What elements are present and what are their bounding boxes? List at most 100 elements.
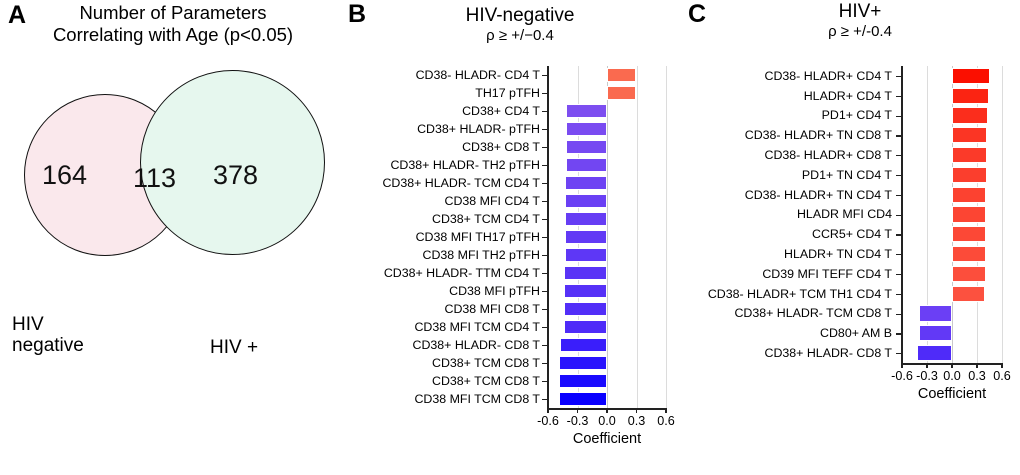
bar[interactable]: [607, 67, 636, 83]
category-label: CD38 MFI CD4 T: [444, 193, 540, 208]
panel-a-title-line2: Correlating with Age (p<0.05): [52, 23, 294, 45]
y-tick: [896, 155, 902, 157]
bar[interactable]: [558, 355, 607, 371]
venn-diagram: 164 113 378 HIV negative HIV +: [0, 62, 340, 358]
bar[interactable]: [563, 265, 607, 281]
bar[interactable]: [952, 127, 987, 144]
y-tick: [896, 174, 902, 177]
category-label: CD38+ HLADR- TCM CD4 T: [382, 175, 540, 190]
y-tick: [896, 115, 902, 117]
panel-c-plot-area: [896, 66, 1003, 368]
x-tick: [901, 364, 903, 368]
y-tick: [542, 111, 548, 113]
bar[interactable]: [952, 186, 987, 203]
y-tick: [542, 129, 548, 131]
x-tick-label: 0.6: [657, 414, 675, 428]
x-tick: [951, 364, 953, 368]
category-label: CD38+ TCM CD8 T: [432, 355, 540, 370]
y-tick: [542, 399, 548, 401]
category-label: CD38+ HLADR- pTFH: [417, 121, 540, 136]
bar[interactable]: [952, 166, 987, 184]
panel-b-letter: B: [348, 0, 366, 28]
x-tick: [1001, 364, 1003, 368]
bar[interactable]: [563, 301, 607, 317]
y-tick: [542, 381, 548, 383]
venn-label-hiv-negative-line2: negative: [12, 335, 84, 357]
y-tick: [542, 93, 548, 95]
bar[interactable]: [918, 305, 952, 322]
panel-b-axis-title: Coefficient: [572, 431, 642, 447]
category-label: CD38 MFI TCM CD8 T: [414, 391, 540, 406]
category-label: HLADR+ CD4 T: [803, 88, 892, 103]
y-tick: [896, 313, 902, 315]
bar[interactable]: [559, 337, 607, 353]
panel-b-subtitle: ρ ≥ +/−0.4: [486, 27, 554, 44]
y-tick: [896, 333, 902, 335]
y-tick: [542, 183, 548, 185]
category-label: CD38- HLADR+ TN CD8 T: [744, 128, 892, 143]
category-label: CD38- HLADR+ CD4 T: [764, 68, 893, 83]
panel-c-axis-title: Coefficient: [917, 386, 987, 402]
venn-count-hiv-negative-only: 164: [42, 160, 88, 190]
y-axis-spine: [547, 66, 549, 408]
bar[interactable]: [558, 373, 607, 389]
bar[interactable]: [952, 206, 987, 223]
x-tick: [926, 364, 928, 368]
x-tick-label: 0.0: [943, 369, 961, 383]
bar[interactable]: [952, 107, 988, 124]
bar[interactable]: [565, 139, 607, 155]
bar[interactable]: [952, 146, 987, 164]
panel-b-plot-area: [542, 66, 667, 413]
y-tick: [896, 95, 902, 98]
bar[interactable]: [917, 344, 952, 362]
bar[interactable]: [563, 319, 607, 335]
bar[interactable]: [564, 229, 607, 245]
bar[interactable]: [918, 325, 952, 342]
y-tick: [896, 75, 902, 78]
panel-a-title-line1: Number of Parameters: [79, 2, 267, 23]
bar[interactable]: [952, 245, 987, 263]
bar[interactable]: [564, 211, 607, 227]
venn-count-overlap: 113: [133, 163, 177, 193]
bar[interactable]: [565, 157, 607, 173]
bar[interactable]: [558, 391, 607, 407]
bar[interactable]: [952, 285, 986, 302]
panel-a-letter: A: [8, 1, 26, 29]
category-label: CD80+ AM B: [820, 326, 892, 341]
y-tick: [896, 353, 902, 355]
category-label: CD38+ CD8 T: [462, 139, 540, 154]
bar[interactable]: [564, 247, 607, 263]
category-label: CD38+ HLADR- CD8 T: [412, 337, 541, 352]
category-label: CD39 MFI TEFF CD4 T: [762, 266, 892, 281]
y-tick: [542, 201, 548, 203]
bar[interactable]: [564, 193, 607, 209]
bar[interactable]: [952, 226, 987, 243]
category-label: HLADR+ TN CD4 T: [784, 246, 892, 261]
gridline-0p6: [1002, 66, 1003, 363]
venn-label-hiv-positive: HIV +: [210, 337, 259, 358]
bar[interactable]: [564, 175, 607, 191]
bar[interactable]: [565, 121, 607, 137]
y-tick: [542, 237, 548, 239]
venn-count-hiv-positive-only: 378: [213, 160, 259, 190]
y-tick: [896, 194, 902, 197]
x-tick-label: -0.6: [891, 369, 913, 383]
gridline-0p6: [666, 66, 667, 408]
y-tick: [896, 135, 902, 137]
x-axis-line: [901, 363, 1003, 365]
category-label: CD38+ HLADR- TH2 pTFH: [390, 157, 540, 172]
x-tick: [665, 409, 667, 413]
bar[interactable]: [565, 103, 607, 119]
bar[interactable]: [563, 283, 607, 299]
x-tick-label: 0.3: [627, 414, 646, 428]
category-label: CD38 MFI TH17 pTFH: [415, 229, 540, 244]
x-axis-line: [547, 408, 667, 410]
bar[interactable]: [952, 67, 991, 85]
y-tick: [896, 254, 902, 256]
category-label: CD38 MFI pTFH: [449, 283, 540, 298]
bar[interactable]: [607, 85, 636, 101]
bar[interactable]: [952, 265, 987, 283]
bar[interactable]: [952, 87, 989, 104]
panel-c-title: HIV+: [838, 1, 882, 22]
